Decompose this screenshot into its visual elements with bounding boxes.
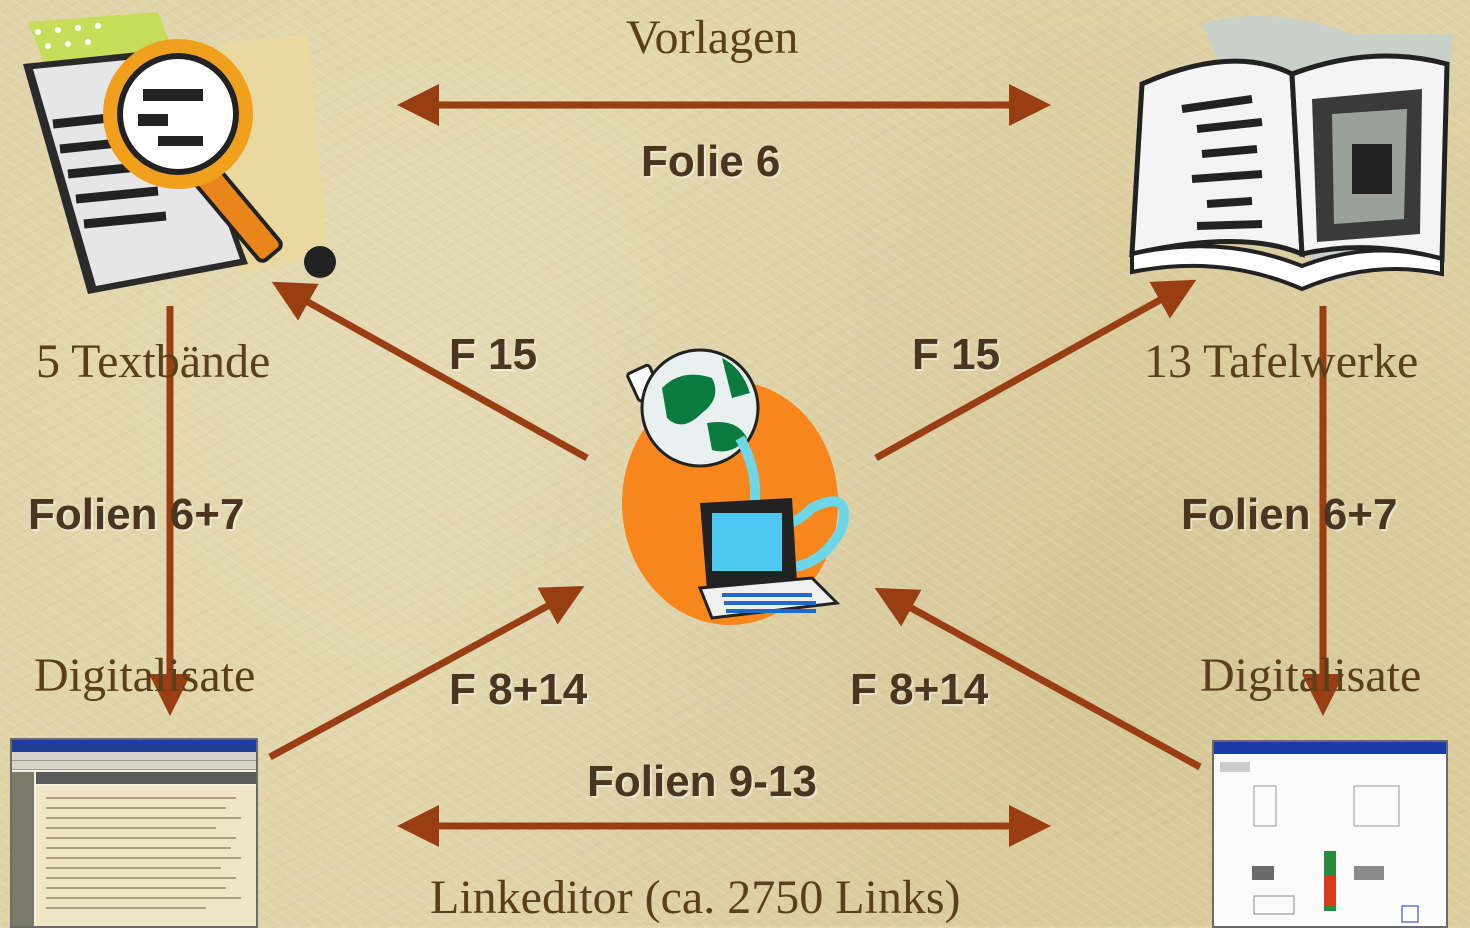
globe-computer-icon	[622, 348, 849, 625]
edge-label-folien-6-7-left: Folien 6+7	[28, 490, 245, 539]
manuscript-screenshot	[10, 738, 258, 928]
edge-label-f8-14-left: F 8+14	[449, 665, 588, 714]
arrow-center-to-topleft	[271, 281, 589, 462]
magnifier-document-icon	[23, 12, 336, 294]
node-label-digitalisate-left: Digitalisate	[34, 649, 256, 702]
arrow-bottomright-to-center	[874, 587, 1202, 771]
node-label-digitalisate-right: Digitalisate	[1200, 649, 1422, 702]
arrow-bottomleft-to-center	[268, 585, 585, 761]
edge-label-folien-6-7-right: Folien 6+7	[1181, 490, 1398, 539]
node-label-vorlagen: Vorlagen	[626, 11, 799, 64]
edge-label-f8-14-right: F 8+14	[850, 665, 989, 714]
node-label-tafelwerke: 13 Tafelwerke	[1144, 335, 1419, 388]
open-book-icon	[1129, 16, 1452, 292]
edge-label-folien-9-13: Folien 9-13	[587, 757, 817, 806]
edge-label-f15-left: F 15	[449, 330, 538, 379]
node-label-textbaende: 5 Textbände	[36, 335, 271, 388]
arrow-center-to-topright	[874, 279, 1197, 462]
web-browser-screenshot	[1212, 740, 1448, 928]
node-label-linkeditor: Linkeditor (ca. 2750 Links)	[430, 871, 961, 924]
edge-label-f15-right: F 15	[912, 330, 1001, 379]
edge-label-folie-6: Folie 6	[641, 137, 781, 186]
